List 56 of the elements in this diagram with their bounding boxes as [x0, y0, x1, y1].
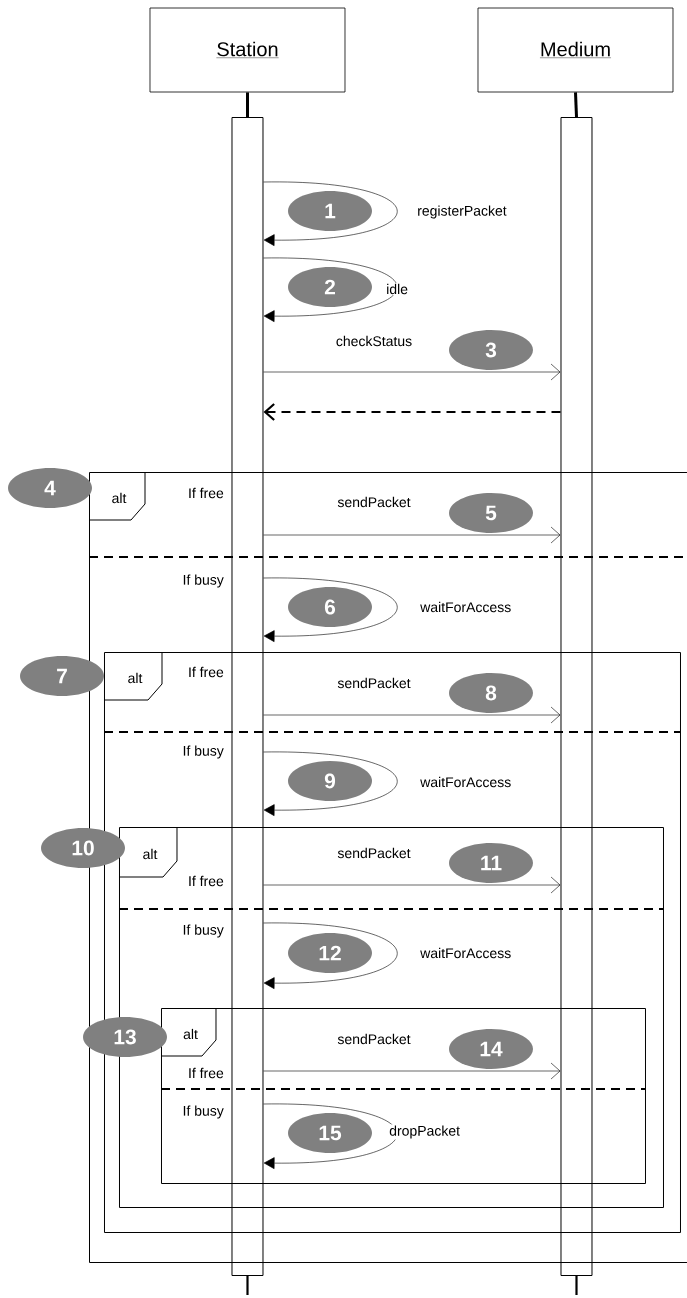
self-message-arrow — [263, 751, 398, 816]
activation-bar — [231, 117, 264, 1276]
edge-label: waitForAccess — [420, 947, 511, 959]
callout-number: 5 — [449, 493, 533, 533]
operator-tab: alt — [160, 1007, 217, 1057]
callout-number: 6 — [288, 587, 372, 627]
guard-label: If free — [189, 487, 224, 499]
operator-tab: alt — [88, 471, 146, 521]
self-message-arrow — [263, 577, 398, 642]
callout-number: 8 — [449, 673, 533, 713]
operator-tab: alt — [103, 651, 163, 701]
edge-label: dropPacket — [389, 1125, 460, 1139]
callout-number: 15 — [288, 1113, 372, 1153]
edge-label: registerPacket — [418, 205, 507, 219]
lifeline-header: Medium — [477, 7, 674, 93]
lifeline-header: Station — [149, 7, 346, 93]
activation-bar — [560, 117, 593, 1276]
callout-number: 10 — [41, 828, 125, 868]
guard-label: If free — [189, 666, 224, 678]
message-arrow — [263, 876, 561, 894]
callout-number: 2 — [288, 267, 372, 307]
callout-number: 9 — [288, 761, 372, 801]
edge-label: idle — [387, 283, 408, 295]
callout-number: 14 — [449, 1029, 533, 1069]
callout-number: 1 — [288, 191, 372, 231]
guard-label: If busy — [183, 745, 224, 759]
callout-number: 4 — [8, 468, 92, 508]
edge-label: sendPacket — [337, 677, 411, 689]
self-message-arrow — [263, 922, 398, 989]
edge-label: waitForAccess — [420, 776, 511, 788]
message-arrow — [263, 363, 561, 381]
edge-label: checkStatus — [336, 335, 412, 347]
edge-label: sendPacket — [337, 847, 411, 859]
message-arrow — [263, 706, 561, 724]
callout-number: 3 — [449, 330, 533, 370]
edge-label: sendPacket — [337, 496, 411, 508]
return-message-arrow — [263, 403, 561, 421]
lifeline-stub — [574, 92, 578, 118]
guard-label: If free — [189, 1067, 224, 1079]
guard-label: If busy — [183, 924, 224, 938]
callout-number: 12 — [288, 933, 372, 973]
self-message-arrow — [263, 181, 398, 246]
message-arrow — [263, 1062, 561, 1080]
lifeline-stub — [246, 92, 249, 117]
guard-label: If free — [189, 875, 224, 887]
callout-number: 13 — [83, 1017, 167, 1057]
message-arrow — [263, 526, 561, 544]
callout-number: 11 — [449, 843, 533, 883]
operator-tab: alt — [118, 826, 178, 878]
callout-number: 7 — [20, 656, 104, 696]
edge-label: sendPacket — [337, 1033, 411, 1045]
self-message-arrow — [263, 257, 398, 322]
guard-label: If busy — [183, 1105, 224, 1119]
edge-label: waitForAccess — [420, 601, 511, 613]
guard-label: If busy — [183, 574, 224, 588]
self-message-arrow — [263, 1103, 398, 1169]
